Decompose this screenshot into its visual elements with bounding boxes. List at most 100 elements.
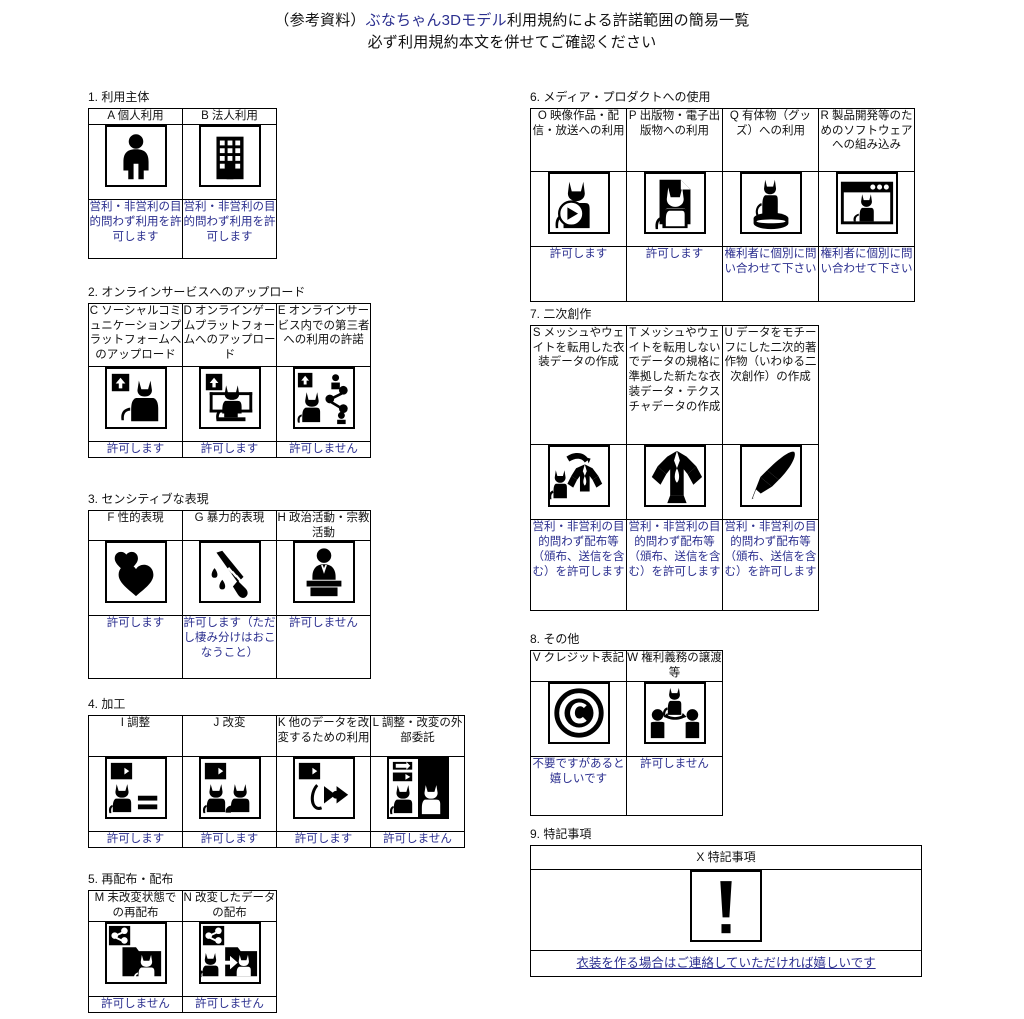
cell-note-K: 許可します bbox=[276, 831, 371, 848]
table-row-icons bbox=[530, 681, 723, 757]
cell-header-P: P 出版物・電子出版物への利用 bbox=[626, 108, 723, 172]
section-7-table: S メッシュやウェイトを転用した衣装データの作成 T メッシュやウェイトを転用し… bbox=[530, 325, 819, 611]
cell-icon-C bbox=[88, 366, 183, 442]
cell-icon-J bbox=[182, 756, 277, 832]
podium-speaker-icon bbox=[292, 541, 355, 604]
cell-header-J: J 改変 bbox=[182, 715, 277, 757]
section-6-table: O 映像作品・配信・放送への利用 P 出版物・電子出版物への利用 Q 有体物（グ… bbox=[530, 108, 915, 302]
cell-icon-D bbox=[182, 366, 277, 442]
section-8: 8. その他 V クレジット表記 W 権利義務の譲渡等 bbox=[530, 630, 723, 816]
cell-header-R: R 製品開発等のためのソフトウェアへの組み込み bbox=[818, 108, 915, 172]
section-4: 4. 加工 I 調整 J 改変 K 他のデータを改変するための利用 L 調整・改… bbox=[88, 695, 465, 848]
table-row-icons bbox=[88, 123, 277, 200]
table-row-notes: 許可します 許可します 許可しません bbox=[88, 441, 371, 458]
cell-note-U: 営利・非営利の目的問わず配布等（頒布、送信を含む）を許可します bbox=[722, 519, 819, 611]
cell-note-C: 許可します bbox=[88, 441, 183, 458]
cell-header-O: O 映像作品・配信・放送への利用 bbox=[530, 108, 627, 172]
section-5-table: M 未改変状態での再配布 N 改変したデータの配布 bbox=[88, 890, 277, 1013]
cell-note-D: 許可します bbox=[182, 441, 277, 458]
section-3-table: F 性的表現 G 暴力的表現 H 政治活動・宗教活動 bbox=[88, 509, 371, 680]
cell-note-H: 許可しません bbox=[276, 615, 371, 680]
table-row-icons bbox=[88, 921, 277, 997]
title-line-1: （参考資料）ぶなちゃん3Dモデル利用規約による許諾範囲の簡易一覧 bbox=[0, 10, 1024, 32]
cell-note-O: 許可します bbox=[530, 246, 627, 302]
table-row-notes: 営利・非営利の目的問わず利用を許可します 営利・非営利の目的問わず利用を許可しま… bbox=[88, 198, 277, 259]
table-row-notes: 衣装を作る場合はご連絡していただければ嬉しいです bbox=[530, 950, 922, 977]
section-2-title: 2. オンラインサービスへのアップロード bbox=[88, 285, 306, 299]
cell-icon-M bbox=[88, 921, 183, 997]
section-8-title: 8. その他 bbox=[530, 632, 580, 646]
cell-note-I: 許可します bbox=[88, 831, 183, 848]
table-row-icons bbox=[530, 444, 819, 520]
section-3: 3. センシティブな表現 F 性的表現 G 暴力的表現 H 政治活動・宗教活動 bbox=[88, 490, 371, 680]
knife-icon bbox=[198, 541, 261, 604]
share-folder-cat-icon bbox=[104, 922, 167, 984]
table-row-header: A 個人利用 B 法人利用 bbox=[88, 108, 277, 125]
cell-icon-V bbox=[530, 681, 627, 757]
window-cat-icon bbox=[835, 172, 898, 234]
brush-icon bbox=[739, 445, 802, 507]
cell-header-K: K 他のデータを改変するための利用 bbox=[276, 715, 371, 757]
section-1-title: 1. 利用主体 bbox=[88, 90, 150, 104]
cell-note-N: 許可しません bbox=[182, 996, 277, 1013]
table-row-notes: 許可します 許可します 権利者に個別に問い合わせて下さい 権利者に個別に問い合わ… bbox=[530, 246, 915, 302]
table-row-notes: 許可します 許可します（ただし棲み分けはおこなうこと） 許可しません bbox=[88, 615, 371, 680]
cell-icon-E bbox=[276, 366, 371, 442]
arrow-cat-tail-icon bbox=[292, 757, 355, 819]
cell-note-S: 営利・非営利の目的問わず配布等（頒布、送信を含む）を許可します bbox=[530, 519, 627, 611]
section-2: 2. オンラインサービスへのアップロード C ソーシャルコミュニケーションプラッ… bbox=[88, 283, 371, 458]
cell-icon-S bbox=[530, 444, 627, 520]
cell-note-J: 許可します bbox=[182, 831, 277, 848]
cell-header-S: S メッシュやウェイトを転用した衣装データの作成 bbox=[530, 325, 627, 445]
cell-icon-R bbox=[818, 171, 915, 247]
section-8-table: V クレジット表記 W 権利義務の譲渡等 bbox=[530, 650, 723, 816]
table-row-notes: 許可しません 許可しません bbox=[88, 996, 277, 1013]
page-title: （参考資料）ぶなちゃん3Dモデル利用規約による許諾範囲の簡易一覧 必ず利用規約本… bbox=[0, 10, 1024, 54]
figurine-cat-icon bbox=[739, 172, 802, 234]
clothes-icon bbox=[643, 445, 706, 507]
cell-icon-I bbox=[88, 756, 183, 832]
cell-header-T: T メッシュやウェイトを転用しないでデータの規格に準拠した新たな衣装データ・テク… bbox=[626, 325, 723, 445]
cell-note-Q: 権利者に個別に問い合わせて下さい bbox=[722, 246, 819, 302]
cell-note-V: 不要ですがあると嬉しいです bbox=[530, 756, 627, 816]
section-1: 1. 利用主体 A 個人利用 B 法人利用 営利・非営利の目的問わず利用を許可し… bbox=[88, 88, 277, 259]
cell-header-G: G 暴力的表現 bbox=[182, 509, 277, 542]
table-row-header: C ソーシャルコミュニケーションプラットフォームへのアップロード D オンライン… bbox=[88, 303, 371, 367]
cell-icon-N bbox=[182, 921, 277, 997]
arrow-two-cats-icon bbox=[198, 757, 261, 819]
section-6: 6. メディア・プロダクトへの使用 O 映像作品・配信・放送への利用 P 出版物… bbox=[530, 88, 915, 302]
cell-header-N: N 改変したデータの配布 bbox=[182, 890, 277, 922]
cell-note-M: 許可しません bbox=[88, 996, 183, 1013]
title-line-2: 必ず利用規約本文を併せてご確認ください bbox=[367, 33, 657, 51]
exclamation-icon bbox=[690, 870, 762, 943]
table-row-header: X 特記事項 bbox=[530, 844, 922, 871]
table-row-icons bbox=[530, 869, 922, 952]
cell-header-A: A 個人利用 bbox=[88, 108, 183, 125]
table-row-icons bbox=[88, 756, 465, 832]
share-folder-modified-cat-icon bbox=[198, 922, 261, 984]
section-5-title: 5. 再配布・配布 bbox=[88, 872, 174, 886]
upload-cat-icon bbox=[104, 367, 167, 429]
section-4-table: I 調整 J 改変 K 他のデータを改変するための利用 L 調整・改変の外部委託 bbox=[88, 715, 465, 848]
cell-header-V: V クレジット表記 bbox=[530, 650, 627, 682]
cell-note-W: 許可しません bbox=[626, 756, 723, 816]
cell-icon-B bbox=[182, 123, 277, 200]
table-row-header: V クレジット表記 W 権利義務の譲渡等 bbox=[530, 650, 723, 682]
cell-note-T: 営利・非営利の目的問わず配布等（頒布、送信を含む）を許可します bbox=[626, 519, 723, 611]
table-row-header: F 性的表現 G 暴力的表現 H 政治活動・宗教活動 bbox=[88, 509, 371, 542]
cell-header-H: H 政治活動・宗教活動 bbox=[276, 509, 371, 542]
page-cat-icon bbox=[643, 172, 706, 234]
person-icon bbox=[104, 124, 167, 187]
table-row-header: M 未改変状態での再配布 N 改変したデータの配布 bbox=[88, 890, 277, 922]
cell-note-L: 許可しません bbox=[370, 831, 465, 848]
cell-note-G: 許可します（ただし棲み分けはおこなうこと） bbox=[182, 615, 277, 680]
cell-note-R: 権利者に個別に問い合わせて下さい bbox=[818, 246, 915, 302]
table-row-header: O 映像作品・配信・放送への利用 P 出版物・電子出版物への利用 Q 有体物（グ… bbox=[530, 108, 915, 172]
cell-icon-O bbox=[530, 171, 627, 247]
cell-header-M: M 未改変状態での再配布 bbox=[88, 890, 183, 922]
cell-note-B: 営利・非営利の目的問わず利用を許可します bbox=[182, 198, 277, 259]
building-icon bbox=[198, 124, 261, 187]
cell-header-C: C ソーシャルコミュニケーションプラットフォームへのアップロード bbox=[88, 303, 183, 367]
table-row-header: S メッシュやウェイトを転用した衣装データの作成 T メッシュやウェイトを転用し… bbox=[530, 325, 819, 445]
cat-clothes-icon bbox=[547, 445, 610, 507]
